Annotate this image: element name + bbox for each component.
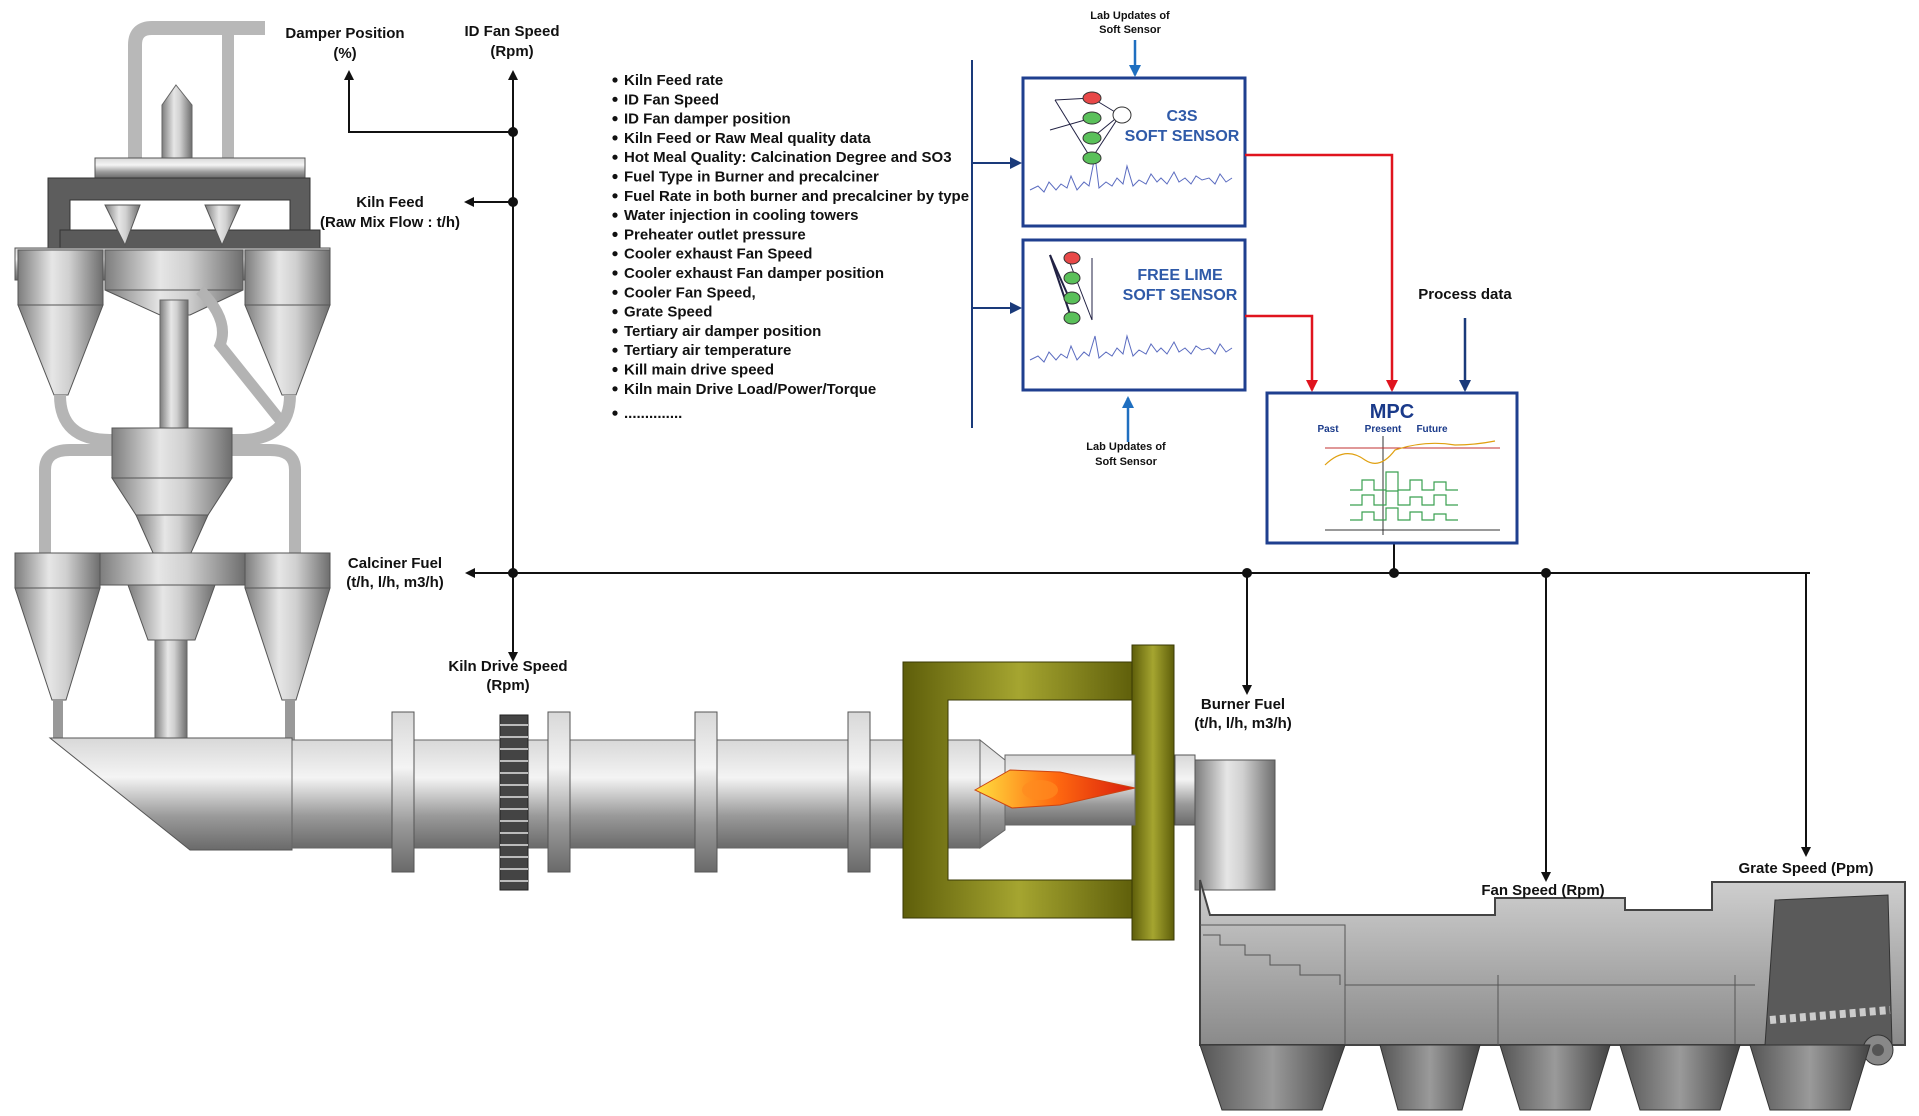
bullet-dot — [612, 116, 618, 122]
rotary-kiln — [291, 711, 1006, 891]
c3s-title: C3S — [1166, 108, 1197, 125]
lab-updates-bottom-line1: Lab Updates of — [1086, 441, 1166, 453]
damper-position-unit: (%) — [333, 45, 356, 62]
process-input-item: ID Fan Speed — [624, 91, 719, 108]
c3s-neural-net-icon — [1049, 91, 1132, 165]
free-lime-to-mpc-arrow — [1245, 314, 1318, 392]
bullet-dot — [612, 77, 618, 83]
c3s-to-mpc-arrow — [1245, 153, 1398, 392]
mpc-present: Present — [1365, 424, 1402, 435]
process-data-label: Process data — [1418, 286, 1512, 303]
grate-speed-arrow — [1801, 572, 1811, 857]
process-input-item: Kiln Feed or Raw Meal quality data — [624, 130, 871, 147]
kiln-feed-label: Kiln Feed — [356, 194, 424, 211]
free-lime-title: FREE LIME — [1137, 267, 1223, 284]
process-input-item: Grate Speed — [624, 304, 712, 321]
inputs-bracket — [971, 60, 1022, 428]
burner-fuel-label: Burner Fuel — [1201, 696, 1285, 713]
free-lime-soft-sensor: FREE LIME SOFT SENSOR — [1021, 238, 1247, 392]
process-input-item: ID Fan damper position — [624, 111, 791, 128]
control-signal-lines — [344, 70, 1811, 882]
c3s-subtitle: SOFT SENSOR — [1125, 128, 1240, 145]
bullet-dot — [612, 251, 618, 257]
mpc-title: MPC — [1370, 401, 1414, 423]
process-input-item: Water injection in cooling towers — [624, 207, 858, 224]
lab-updates-top-line2: Soft Sensor — [1099, 24, 1161, 36]
bullet-dot — [612, 328, 618, 334]
output-labels: Damper Position (%) ID Fan Speed (Rpm) K… — [285, 10, 1873, 899]
process-input-item: Fuel Type in Burner and precalciner — [624, 169, 879, 186]
process-input-item: Tertiary air temperature — [624, 342, 791, 359]
burner-fuel-unit: (t/h, l/h, m3/h) — [1194, 715, 1292, 732]
junction-dots — [508, 127, 1551, 578]
bullet-dot — [612, 289, 618, 295]
kiln-drive-speed-label: Kiln Drive Speed — [448, 658, 567, 675]
grate-speed-label: Grate Speed (Ppm) — [1738, 860, 1873, 877]
calciner-fuel-label: Calciner Fuel — [348, 555, 442, 572]
process-input-item: Cooler exhaust Fan damper position — [624, 265, 884, 282]
bullet-dot — [612, 386, 618, 392]
preheater-tower — [14, 21, 331, 851]
bullet-dot — [612, 410, 618, 416]
free-lime-signal-trace — [1029, 334, 1233, 363]
kiln-drive-speed-unit: (Rpm) — [486, 677, 529, 694]
clinker-cooler — [1194, 759, 1906, 1111]
free-lime-neural-net-icon — [1049, 251, 1093, 325]
mpc-past: Past — [1317, 424, 1339, 435]
process-input-item: Kill main drive speed — [624, 362, 774, 379]
bullet-dot — [612, 270, 618, 276]
bullet-dot — [612, 231, 618, 237]
free-lime-subtitle: SOFT SENSOR — [1123, 287, 1238, 304]
process-input-item: Cooler exhaust Fan Speed — [624, 246, 812, 263]
bullet-dot — [612, 366, 618, 373]
damper-position-arrow — [344, 70, 513, 133]
process-input-item: Tertiary air damper position — [624, 323, 821, 340]
c3s-soft-sensor: C3S SOFT SENSOR — [1021, 76, 1247, 228]
damper-position-label: Damper Position — [285, 25, 404, 42]
lab-updates-bottom-line2: Soft Sensor — [1095, 456, 1157, 468]
bullet-dot — [612, 135, 618, 141]
bullet-dot — [612, 154, 618, 160]
process-input-item: Preheater outlet pressure — [624, 226, 806, 243]
bullet-dot — [612, 347, 618, 353]
process-input-item: Hot Meal Quality: Calcination Degree and… — [624, 149, 952, 166]
kiln-feed-unit: (Raw Mix Flow : t/h) — [320, 214, 460, 231]
bullet-dot — [612, 96, 618, 102]
process-input-item: Fuel Rate in both burner and precalciner… — [624, 188, 969, 205]
fan-speed-label: Fan Speed (Rpm) — [1481, 882, 1604, 899]
process-input-item: Kiln Feed rate — [624, 72, 723, 89]
id-fan-speed-label: ID Fan Speed — [464, 23, 559, 40]
bullet-dot — [612, 193, 618, 199]
process-input-item: .............. — [624, 405, 682, 422]
bullet-dot — [612, 309, 618, 315]
calciner-fuel-unit: (t/h, l/h, m3/h) — [346, 574, 444, 591]
mpc-future: Future — [1416, 424, 1448, 435]
bullet-dot — [612, 212, 618, 218]
bullet-dot — [612, 173, 618, 180]
mpc-controller: MPC Past Present Future — [1265, 391, 1519, 545]
c3s-signal-trace — [1029, 155, 1233, 193]
lab-updates-top-line1: Lab Updates of — [1090, 10, 1170, 22]
process-input-item: Kiln main Drive Load/Power/Torque — [624, 381, 876, 398]
id-fan-speed-unit: (Rpm) — [490, 43, 533, 60]
process-input-list: Kiln Feed rate ID Fan Speed ID Fan damper … — [612, 72, 969, 422]
process-input-item: Cooler Fan Speed, — [624, 284, 756, 301]
burner-hood — [902, 644, 1196, 941]
